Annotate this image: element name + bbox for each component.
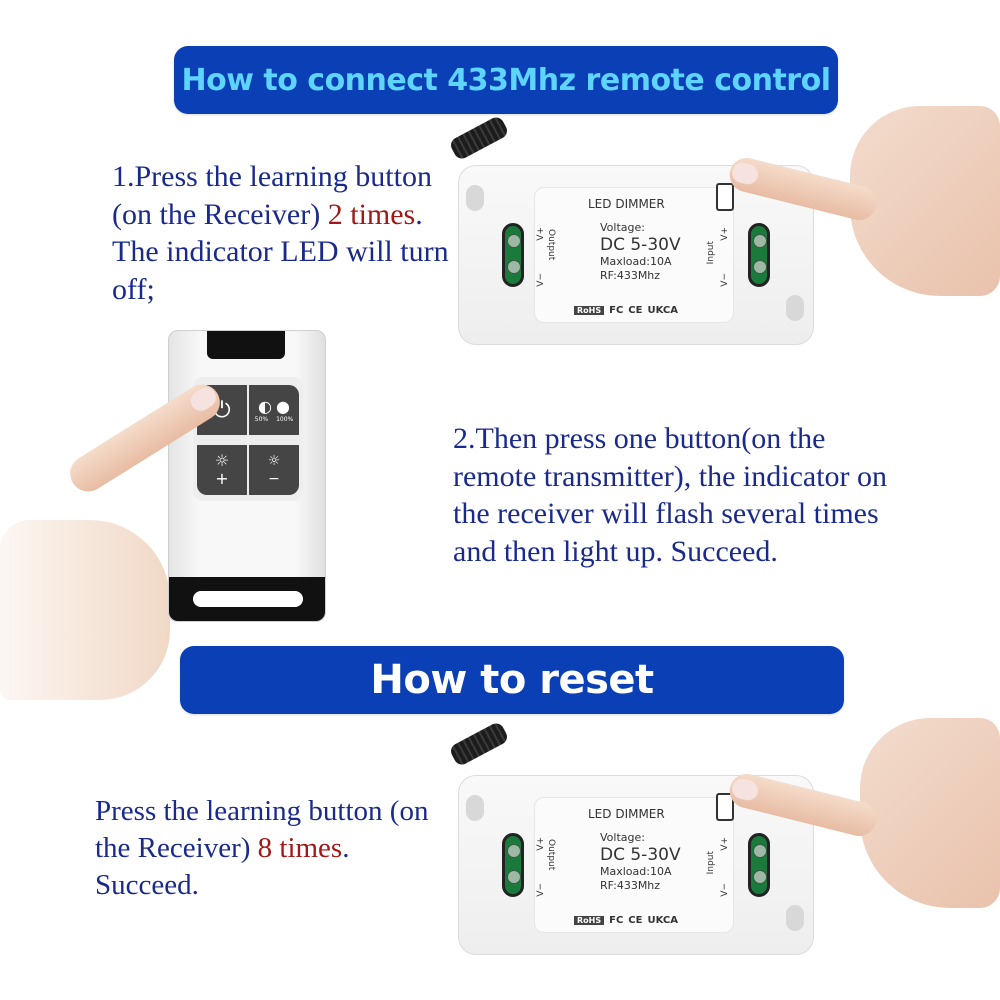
voltage-label: Voltage: (600, 221, 645, 234)
voltage-label: Voltage: (600, 831, 645, 844)
full-brightness-icon: ● (276, 397, 290, 416)
input-vminus: V− (720, 273, 730, 287)
input-vplus: V+ (720, 837, 730, 851)
learning-button[interactable] (716, 183, 734, 211)
reset-text-end: . Succeed. (95, 832, 350, 901)
sun-small-icon: ☼ (267, 453, 281, 469)
plus-icon: + (215, 469, 229, 488)
mount-hole (466, 795, 484, 821)
remote-level-button[interactable]: ◐ ● 50% 100% (249, 385, 299, 435)
certification-marks: RoHS FC CE UKCA (574, 915, 678, 926)
step1-highlight: 2 times (327, 197, 416, 231)
output-terminal (502, 223, 524, 287)
output-vplus: V+ (536, 837, 546, 851)
output-vplus: V+ (536, 227, 546, 241)
input-vplus: V+ (720, 227, 730, 241)
receiver-label-panel (534, 797, 734, 933)
step2-instruction: 2.Then press one button(on the remote tr… (453, 422, 888, 568)
voltage-value: DC 5-30V (600, 235, 681, 255)
ukca-mark: UKCA (647, 305, 678, 316)
connect-banner: How to connect 433Mhz remote control (174, 46, 838, 114)
output-label: Output (546, 839, 556, 871)
receiver-device-connect: LED DIMMER Voltage: DC 5-30V Maxload:10A… (448, 114, 814, 345)
remote-transmitter: ⏻ ◐ ● 50% 100% ☼ + ☼ − (168, 330, 326, 622)
output-vminus: V− (536, 883, 546, 897)
reset-text: Press the learning button (on the Receiv… (95, 795, 429, 864)
maxload: Maxload:10A (600, 865, 672, 878)
rf-frequency: RF:433Mhz (600, 879, 661, 892)
input-terminal (748, 223, 770, 287)
lanyard-slot (193, 591, 303, 607)
remote-brightness-down-button[interactable]: ☼ − (249, 445, 299, 495)
remote-bottom-cap (169, 577, 325, 621)
step1-instruction: 1.Press the learning button (on the Rece… (112, 158, 452, 308)
input-vminus: V− (720, 883, 730, 897)
hand-illustration (0, 520, 170, 700)
output-terminal (502, 833, 524, 897)
ce-mark: CE (628, 305, 643, 316)
mount-hole (786, 295, 804, 321)
antenna-icon (448, 114, 510, 162)
label-50: 50% (254, 416, 269, 423)
fcc-mark: FC (609, 305, 624, 316)
fingernail (729, 776, 761, 803)
reset-highlight: 8 times (257, 832, 343, 864)
output-label: Output (546, 229, 556, 261)
reset-instruction: Press the learning button (on the Receiv… (95, 793, 455, 904)
ce-mark: CE (628, 915, 643, 926)
input-terminal (748, 833, 770, 897)
output-vminus: V− (536, 273, 546, 287)
sun-icon: ☼ (214, 451, 230, 470)
minus-icon: − (268, 471, 280, 487)
receiver-title: LED DIMMER (588, 807, 665, 821)
rf-frequency: RF:433Mhz (600, 269, 661, 282)
fingernail (729, 160, 761, 187)
receiver-specs: Voltage: DC 5-30V Maxload:10A RF:433Mhz (600, 221, 681, 283)
brightness-level-icon: ◐ ● (258, 397, 290, 416)
mount-hole (466, 185, 484, 211)
maxload: Maxload:10A (600, 255, 672, 268)
antenna-icon (448, 720, 510, 768)
remote-top-cap (207, 331, 285, 359)
receiver-title: LED DIMMER (588, 197, 665, 211)
receiver-label-panel (534, 187, 734, 323)
rohs-mark: RoHS (574, 306, 605, 315)
input-label: Input (706, 851, 716, 875)
reset-banner-title: How to reset (370, 657, 654, 703)
fcc-mark: FC (609, 915, 624, 926)
rohs-mark: RoHS (574, 916, 605, 925)
ukca-mark: UKCA (647, 915, 678, 926)
learning-button[interactable] (716, 793, 734, 821)
mount-hole (786, 905, 804, 931)
label-100: 100% (276, 416, 294, 423)
step1-text: 1.Press the learning button (on the Rece… (112, 160, 432, 231)
hand-illustration (860, 718, 1000, 908)
certification-marks: RoHS FC CE UKCA (574, 305, 678, 316)
voltage-value: DC 5-30V (600, 845, 681, 865)
half-brightness-icon: ◐ (258, 397, 272, 416)
remote-brightness-up-button[interactable]: ☼ + (197, 445, 247, 495)
connect-banner-title: How to connect 433Mhz remote control (181, 62, 831, 98)
receiver-specs: Voltage: DC 5-30V Maxload:10A RF:433Mhz (600, 831, 681, 893)
input-label: Input (706, 241, 716, 265)
step1-text-end: . The indicator LED will turn off; (112, 197, 449, 306)
reset-banner: How to reset (180, 646, 844, 714)
